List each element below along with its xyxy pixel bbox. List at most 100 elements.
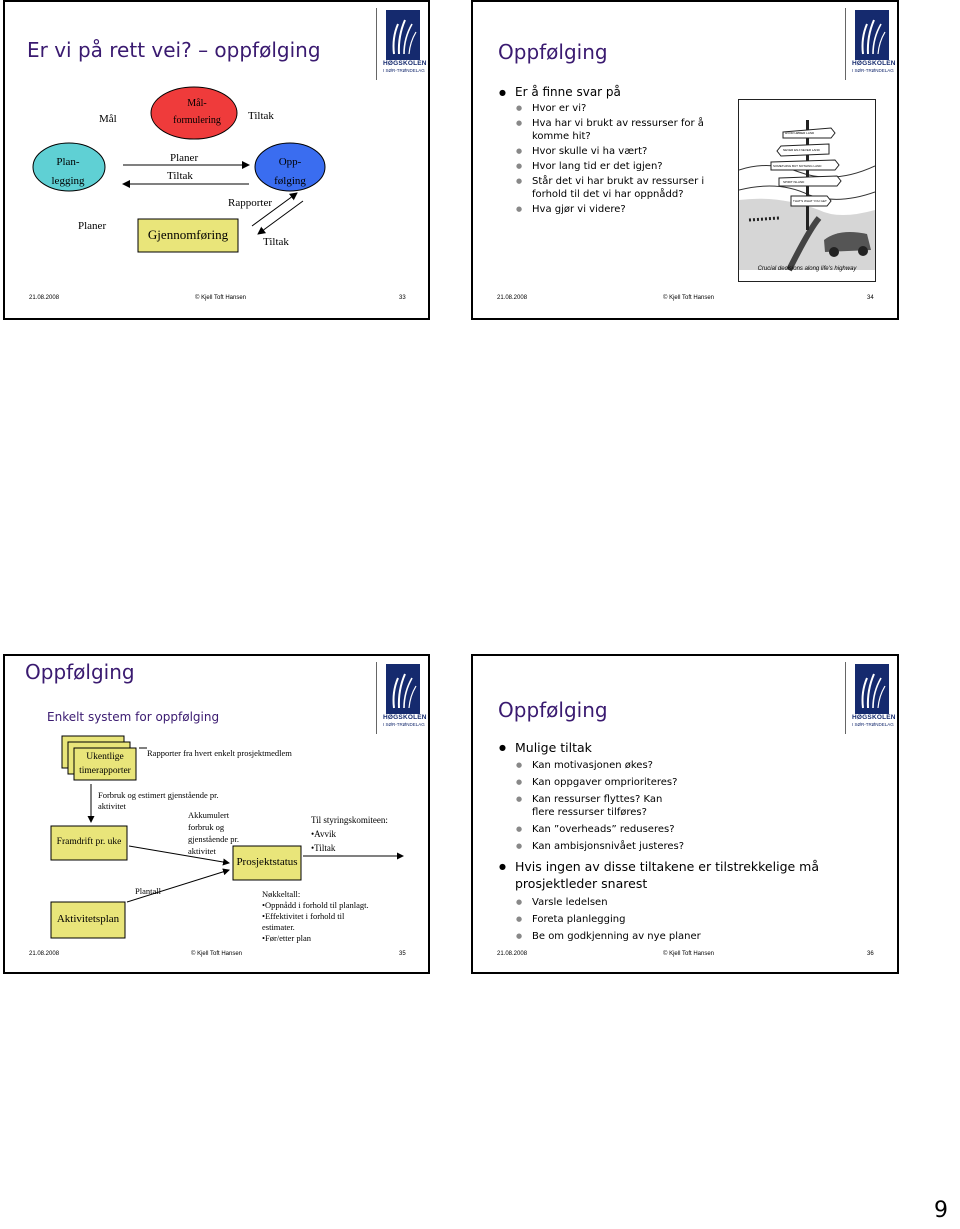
label-tiltak-mid: Tiltak <box>167 170 193 182</box>
footer-num: 33 <box>399 295 406 301</box>
logo-text: HØGSKOLEN <box>852 714 896 721</box>
cartoon-sign: SPIRIT ISLAND <box>783 180 805 184</box>
slide-title: Oppfølging <box>25 660 135 684</box>
cartoon-caption: Crucial decisions along life's highway <box>757 266 857 272</box>
logo-mark-icon <box>855 10 889 60</box>
planlegging-ellipse <box>32 142 106 192</box>
logo-text: HØGSKOLEN <box>852 60 896 67</box>
sub-bullet: Står det vi har brukt av ressurser i for… <box>499 175 729 201</box>
footer-date: 21.08.2008 <box>497 295 528 301</box>
slide-title: Er vi på rett vei? – oppfølging <box>27 38 321 62</box>
label-forbruk: Forbruk og estimert gjenstående pr. akti… <box>98 790 219 811</box>
logo-mark-icon <box>386 10 420 60</box>
nokkel-item: •Oppnådd i forhold til planlagt. <box>262 900 369 910</box>
nokkel-head: Nøkkeltall: <box>262 889 301 899</box>
node-oppfolging: Opp- følging <box>274 156 306 187</box>
framdrift-box <box>50 825 128 861</box>
node-maalformulering: Mål- formulering <box>173 98 221 126</box>
slide-title: Oppfølging <box>498 698 608 722</box>
footer-author: © Kjell Toft Hansen <box>663 951 715 957</box>
box-framdrift: Framdrift pr. uke <box>56 837 122 847</box>
logo-text: HØGSKOLEN <box>383 714 427 721</box>
node-planlegging: Plan- legging <box>51 156 85 187</box>
logo-subtext: I SØR-TRØNDELAG <box>852 722 894 727</box>
page-number: 9 <box>934 1198 948 1223</box>
slide-36: Oppfølging HØGSKOLEN I SØR-TRØNDELAG Mul… <box>471 654 899 974</box>
aktivitetsplan-box <box>50 901 126 939</box>
sub-bullet: Hvor lang tid er det igjen? <box>499 160 729 173</box>
logo-divider <box>845 8 846 80</box>
label-rapporter: Rapporter <box>228 197 272 209</box>
slide-title: Oppfølging <box>498 40 608 64</box>
footer-date: 21.08.2008 <box>29 951 60 957</box>
label-planer-mid: Planer <box>170 152 199 164</box>
label-maal: Mål <box>99 113 117 125</box>
bullet-list: Er å finne svar på Hvor er vi? Hva har v… <box>499 85 729 216</box>
arrow-rapporter <box>251 192 298 227</box>
sub-bullet: Kan ambisjonsnivået justeres? <box>499 840 879 853</box>
bullet-main: Hvis ingen av disse tiltakene er tilstre… <box>499 858 885 892</box>
sub-bullet: Hvor skulle vi ha vært? <box>499 145 729 158</box>
node-gjennomforing: Gjennomføring <box>147 227 229 242</box>
logo-mark-icon <box>855 664 889 714</box>
cartoon-sign: THAT'S WHAT YOU GET <box>793 199 827 203</box>
sub-bullet: Hva gjør vi videre? <box>499 203 729 216</box>
oppfolging-ellipse <box>254 142 326 192</box>
label-tiltak-top: Tiltak <box>248 110 274 122</box>
bullet-main: Er å finne svar på <box>499 85 729 100</box>
footer-num: 34 <box>867 295 874 301</box>
label-tiltak-low: Tiltak <box>263 236 289 248</box>
footer-date: 21.08.2008 <box>497 951 528 957</box>
maalformulering-ellipse <box>150 86 238 140</box>
logo-text: HØGSKOLEN <box>383 60 427 67</box>
logo-mark-icon <box>386 664 420 714</box>
footer-author: © Kjell Toft Hansen <box>663 295 715 301</box>
prosjektstatus-box <box>232 845 302 881</box>
sub-bullet: Varsle ledelsen <box>499 896 879 909</box>
logo-divider <box>376 8 377 80</box>
logo-subtext: I SØR-TRØNDELAG <box>852 68 894 73</box>
slide-35: Oppfølging Enkelt system for oppfølging … <box>3 654 430 974</box>
logo: HØGSKOLEN I SØR-TRØNDELAG <box>383 664 427 730</box>
cartoon-image: HVOR HØRER LAND NEVER ENJ NEVER LAND SOM… <box>738 99 876 282</box>
cartoon-sign: HVOR HØRER LAND <box>785 131 815 135</box>
styring-item: •Tiltak <box>311 843 336 853</box>
ukentlige-box <box>73 747 137 781</box>
bullet-list: Mulige tiltak Kan motivasjonen økes? Kan… <box>499 740 879 943</box>
box-ukentlige: Ukentlige timerapporter <box>79 752 131 776</box>
footer-author: © Kjell Toft Hansen <box>195 295 247 301</box>
flow-diagram <box>50 735 404 939</box>
slide-33: Er vi på rett vei? – oppfølging HØGSKOLE… <box>3 0 430 320</box>
logo-divider <box>845 662 846 734</box>
logo-subtext: I SØR-TRØNDELAG <box>383 722 425 727</box>
styring-item: •Avvik <box>311 829 336 839</box>
bullet-main: Mulige tiltak <box>499 740 879 755</box>
sub-bullet: Kan oppgaver omprioriteres? <box>499 776 879 789</box>
logo-divider <box>376 662 377 734</box>
sub-bullet: Hvor er vi? <box>499 102 729 115</box>
footer-num: 36 <box>867 951 874 957</box>
label-styring: Til styringskomiteen: •Avvik •Tiltak <box>311 813 388 855</box>
logo: HØGSKOLEN I SØR-TRØNDELAG <box>852 664 896 730</box>
cycle-diagram <box>32 86 326 253</box>
label-akkumulert: Akkumulert forbruk og gjenstående pr. ak… <box>188 810 239 856</box>
cartoon-sign: NEVER ENJ NEVER LAND <box>783 148 820 152</box>
logo-subtext: I SØR-TRØNDELAG <box>383 68 425 73</box>
sub-bullet: Kan ”overheads” reduseres? <box>499 823 879 836</box>
label-nokkeltall: Nøkkeltall: •Oppnådd i forhold til planl… <box>262 889 372 944</box>
footer-date: 21.08.2008 <box>29 295 60 301</box>
footer-author: © Kjell Toft Hansen <box>191 951 243 957</box>
sub-bullet: Be om godkjenning av nye planer <box>499 930 879 943</box>
box-aktivitetsplan: Aktivitetsplan <box>56 913 120 925</box>
label-plantall: Plantall <box>135 886 161 896</box>
sub-bullet: Foreta planlegging <box>499 913 879 926</box>
nokkel-item: •Effektivitet i forhold til estimater. <box>262 911 345 932</box>
footer-num: 35 <box>399 951 406 957</box>
slide-subtitle: Enkelt system for oppfølging <box>47 710 220 724</box>
slide-34: Oppfølging HØGSKOLEN I SØR-TRØNDELAG Er … <box>471 0 899 320</box>
logo: HØGSKOLEN I SØR-TRØNDELAG <box>383 10 427 76</box>
gjennomforing-box <box>137 218 239 253</box>
cartoon-sign: SOMETHING BUT NOTHING LAND <box>773 164 822 168</box>
sub-bullet: Kan ressurser flyttes? Kan flere ressurs… <box>499 793 682 819</box>
label-rapporter: Rapporter fra hvert enkelt prosjektmedle… <box>147 748 292 758</box>
